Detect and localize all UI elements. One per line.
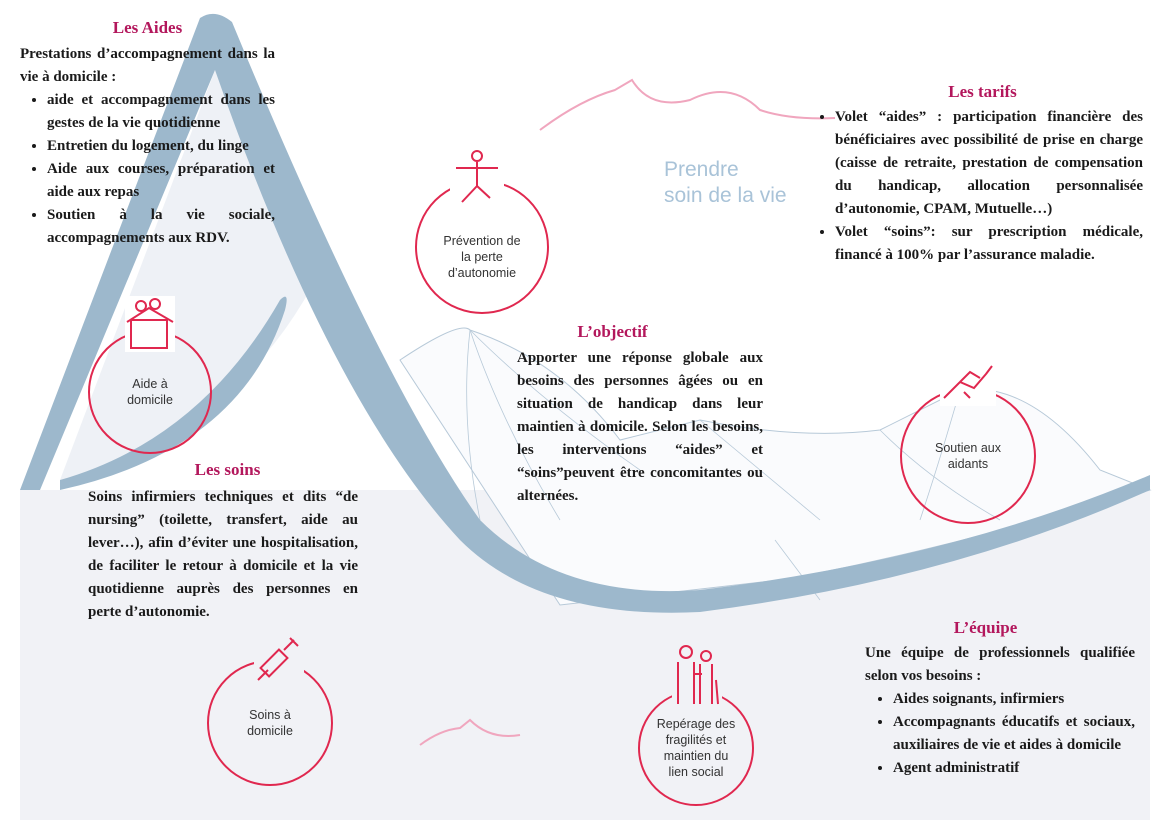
soins-title: Les soins <box>194 460 261 479</box>
handshake-icon <box>940 358 996 406</box>
tarifs-text: Volet “aides” : participation financière… <box>808 106 1143 267</box>
circle-label: Prévention de la perte d’autonomie <box>443 234 521 280</box>
objectif-text: Apporter une réponse globale aux besoins… <box>517 350 763 504</box>
pink-ridge-line <box>539 78 836 131</box>
house-box-icon <box>125 296 175 352</box>
equipe-item: Aides soignants, infirmiers <box>893 688 1135 711</box>
elderly-caregiver-icon <box>672 644 722 706</box>
tagline-line2: soin de la vie <box>664 184 787 207</box>
aides-item: Soutien à la vie sociale, accompagnement… <box>47 204 275 250</box>
tarifs-title: Les tarifs <box>948 82 1017 101</box>
equipe-text: Une équipe de professionnels qualifiée s… <box>865 642 1135 780</box>
tagline-line1: Prendre <box>664 158 739 181</box>
equipe-intro: Une équipe de professionnels qualifiée s… <box>865 645 1135 684</box>
equipe-title: L’équipe <box>953 618 1018 637</box>
aides-intro: Prestations d’accompagnement dans la vie… <box>20 46 275 85</box>
yoga-person-icon <box>450 148 504 208</box>
aides-item: Aide aux courses, préparation et aide au… <box>47 158 275 204</box>
circle-reperage: Repérage des fragilités et maintien du l… <box>638 690 754 806</box>
circle-label: Soutien aux aidants <box>934 441 1002 471</box>
aides-title: Les Aides <box>112 18 183 37</box>
tarifs-item: Volet “soins”: sur prescription médicale… <box>835 221 1143 267</box>
objectif-title: L’objectif <box>577 322 648 341</box>
aides-item: Entretien du logement, du linge <box>47 135 275 158</box>
tarifs-item: Volet “aides” : participation financière… <box>835 106 1143 221</box>
circle-soutien-aidants: Soutien aux aidants <box>900 388 1036 524</box>
aides-text: Prestations d’accompagnement dans la vie… <box>20 43 275 250</box>
soins-text: Soins infirmiers techniques et dits “de … <box>88 489 358 620</box>
circle-label: Repérage des fragilités et maintien du l… <box>656 717 736 779</box>
syringe-icon <box>254 636 304 684</box>
equipe-item: Accompagnants éducatifs et sociaux, auxi… <box>893 711 1135 757</box>
equipe-item: Agent administratif <box>893 757 1135 780</box>
tagline: Prendre soin de la vie <box>664 157 787 209</box>
circle-label: Soins à domicile <box>247 708 293 738</box>
aides-item: aide et accompagnement dans les gestes d… <box>47 89 275 135</box>
circle-label: Aide à domicile <box>127 377 173 407</box>
pink-ridge-line-small <box>419 718 521 746</box>
